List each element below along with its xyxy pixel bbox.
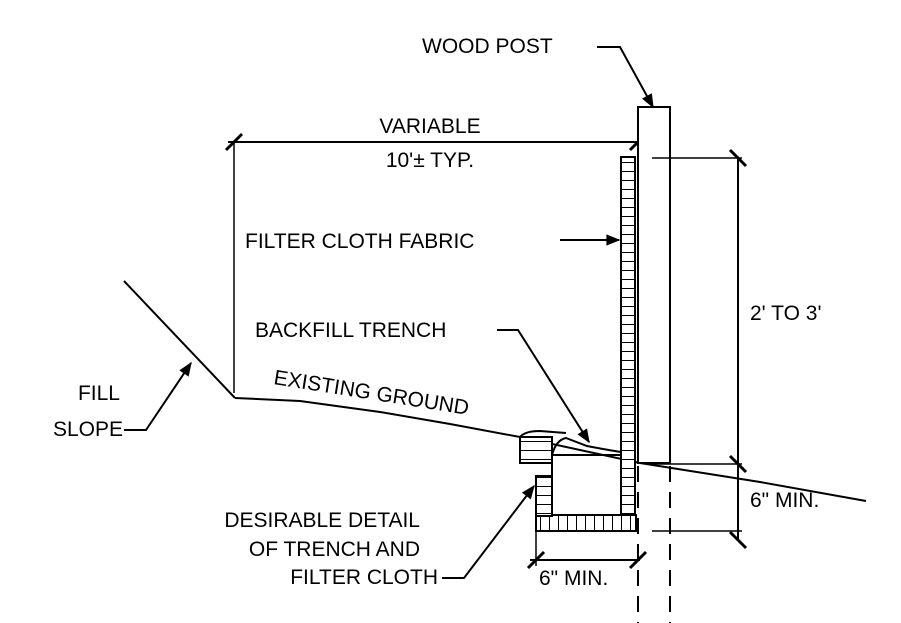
desirable-detail-leader bbox=[442, 484, 535, 579]
backfill-mound bbox=[551, 436, 622, 476]
height-top-tick bbox=[728, 148, 748, 168]
desirable-detail-line3: FILTER CLOTH bbox=[290, 566, 438, 589]
desirable-detail-line1: DESIRABLE DETAIL bbox=[224, 509, 420, 532]
filter-cloth-fabric-label: FILTER CLOTH FABRIC bbox=[245, 230, 474, 253]
width-min-label: 6" MIN. bbox=[539, 567, 608, 590]
wood-post-leader bbox=[597, 46, 654, 109]
height-mid-tick bbox=[728, 454, 748, 474]
wood-post-label: WOOD POST bbox=[422, 35, 553, 58]
depth-min-label: 6" MIN. bbox=[750, 489, 819, 512]
height-range-label: 2' TO 3' bbox=[750, 302, 821, 325]
fill-slope-leader bbox=[124, 361, 192, 431]
width-right-tick bbox=[628, 550, 648, 570]
fill-slope-line bbox=[123, 280, 236, 399]
slope-label: SLOPE bbox=[53, 418, 123, 441]
wood-post bbox=[637, 106, 671, 464]
desirable-detail-line2: OF TRENCH AND bbox=[249, 538, 420, 561]
trench-flap-cloth bbox=[519, 436, 553, 464]
backfill-top-edge bbox=[519, 429, 567, 438]
backfill-trench-leader bbox=[497, 329, 590, 444]
backfill-trench-label: BACKFILL TRENCH bbox=[255, 319, 446, 342]
trench-left-cloth bbox=[535, 475, 553, 517]
fill-label: FILL bbox=[78, 382, 120, 405]
variable-left-tick bbox=[224, 132, 244, 152]
filter-cloth-fabric bbox=[620, 156, 636, 516]
variable-label: VARIABLE bbox=[379, 115, 480, 138]
trench-bottom-cloth bbox=[535, 514, 637, 532]
existing-ground-line bbox=[234, 397, 867, 502]
depth-bottom-tick bbox=[728, 530, 748, 550]
width-left-tick bbox=[526, 550, 546, 570]
typ-spacing-label: 10'± TYP. bbox=[386, 149, 474, 172]
